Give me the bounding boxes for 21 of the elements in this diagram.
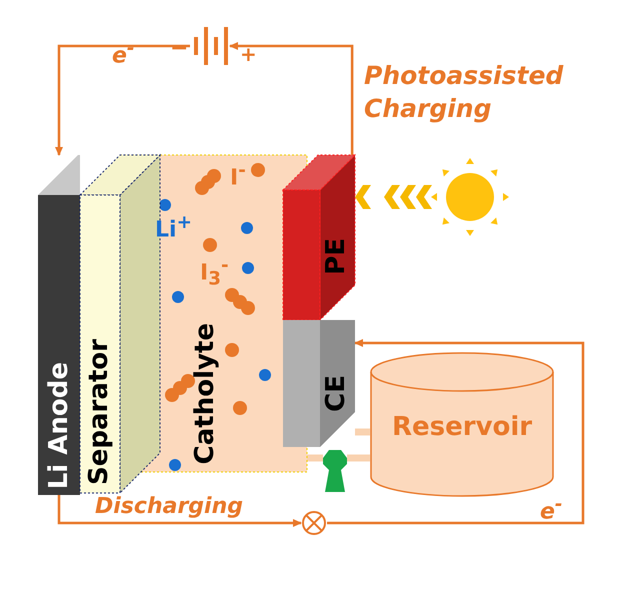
ion-label: I$^{-}$ [230,160,246,190]
wire [229,42,354,155]
wire [55,44,190,156]
mode-label: Photoassisted Charging [364,60,564,124]
block-label: Separator [86,339,112,485]
block-label: CE [323,375,349,412]
electron-label: e$^{-}$ [112,38,135,68]
wire [327,338,584,524]
wire [58,495,302,527]
block-label: Catholyte [192,322,218,464]
block-label: Li Anode [46,362,72,489]
ion-label: Li$^{+}$ [155,212,192,242]
polarity-sign: − [170,36,188,61]
electron-label: e$^{-}$ [540,494,563,524]
pipe [347,454,370,462]
polarity-sign: + [240,42,257,66]
pipe [306,454,324,462]
block-label: PE [323,238,349,275]
block-label: Reservoir [392,412,532,442]
pipe [355,428,370,436]
mode-label: Discharging [95,494,243,519]
